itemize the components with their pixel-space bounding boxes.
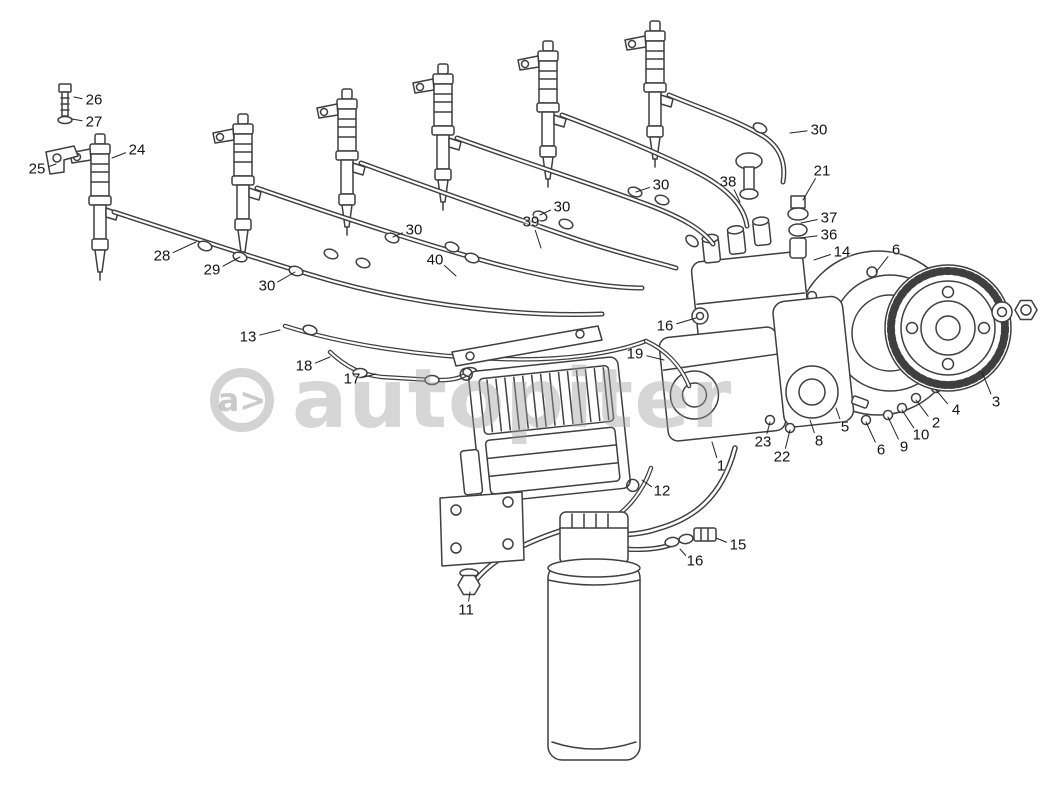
callout-2: 2 [931,414,941,432]
callout-16: 16 [656,317,674,335]
leader-line-36 [799,235,818,239]
gear-nut [1014,299,1038,321]
leader-line-30 [635,186,650,193]
callout-30: 30 [652,176,670,194]
leader-line-23 [766,421,771,435]
leader-line-39 [534,229,542,249]
leader-line-24 [111,152,127,159]
drive-gear [884,264,1038,392]
callout-8: 8 [814,432,824,450]
callout-13: 13 [239,328,257,346]
leader-line-5 [835,407,841,420]
callout-19: 19 [626,345,644,363]
leader-line-6 [875,256,889,273]
leader-line-40 [444,264,457,277]
pipe-fittings [197,122,768,386]
callout-24: 24 [128,141,146,159]
callout-1: 1 [716,457,726,475]
callout-25: 25 [28,160,46,178]
leader-line-10 [901,409,915,429]
callout-37: 37 [820,209,838,227]
callout-3: 3 [991,393,1001,411]
callout-39: 39 [522,213,540,231]
leader-line-29 [222,256,241,267]
leader-line-2 [915,399,929,417]
leader-line-1 [711,441,718,459]
callout-4: 4 [951,401,961,419]
callout-15: 15 [729,536,747,554]
callout-16: 16 [686,552,704,570]
callout-26: 26 [85,91,103,109]
callout-30: 30 [810,121,828,139]
leader-line-30 [277,271,296,283]
leader-line-27 [71,118,83,122]
leader-lines [48,96,992,602]
leader-line-25 [48,163,57,168]
callout-5: 5 [840,418,850,436]
leader-line-30 [539,209,552,216]
leader-line-38 [733,189,741,203]
callout-23: 23 [754,433,772,451]
leader-line-17 [363,373,377,378]
hand-primer [735,152,763,200]
callout-6: 6 [876,441,886,459]
callout-30: 30 [405,221,423,239]
leader-line-13 [259,329,281,336]
leader-line-37 [800,219,818,224]
leader-line-15 [715,537,728,543]
ecu-module [459,356,640,504]
leader-line-4 [935,389,949,405]
leader-line-11 [468,591,471,602]
callout-12: 12 [653,482,671,500]
gear-washer [991,301,1013,323]
callout-30: 30 [553,198,571,216]
leader-line-21 [802,178,816,201]
injection-pump [658,216,870,442]
leader-line-3 [981,371,992,395]
mounting-bracket [439,491,525,567]
leader-line-16 [679,548,687,556]
leader-line-28 [172,241,197,254]
callout-29: 29 [203,261,221,279]
banjo-bolt [691,307,709,325]
leader-line-16 [676,317,697,325]
callout-10: 10 [912,426,930,444]
callout-18: 18 [295,357,313,375]
leader-line-9 [887,416,899,440]
clamp-bolt-group [45,83,79,175]
leader-line-26 [73,96,83,100]
callout-11: 11 [458,601,474,619]
overflow-valve-stack [787,195,809,259]
callout-40: 40 [426,251,444,269]
callout-27: 27 [85,113,103,131]
callout-21: 21 [813,162,831,180]
leader-line-30 [789,130,808,134]
callout-17: 17 [343,370,361,388]
callout-36: 36 [820,226,838,244]
leader-line-14 [813,253,831,261]
callout-6: 6 [891,241,901,259]
callout-22: 22 [773,448,791,466]
leader-line-30 [392,232,404,238]
callout-9: 9 [899,438,909,456]
leader-line-6 [865,421,876,443]
callout-14: 14 [833,243,851,261]
callout-30: 30 [258,277,276,295]
leader-line-12 [641,479,652,488]
callout-38: 38 [719,173,737,191]
bottom-fittings [457,527,717,596]
leader-line-19 [646,355,665,361]
mounting-plate [451,325,603,367]
fuel-filter [547,511,641,761]
diagram-art [45,20,1038,761]
callout-28: 28 [153,247,171,265]
leader-line-18 [314,356,331,364]
leader-line-8 [809,419,815,434]
leader-line-22 [784,429,791,449]
